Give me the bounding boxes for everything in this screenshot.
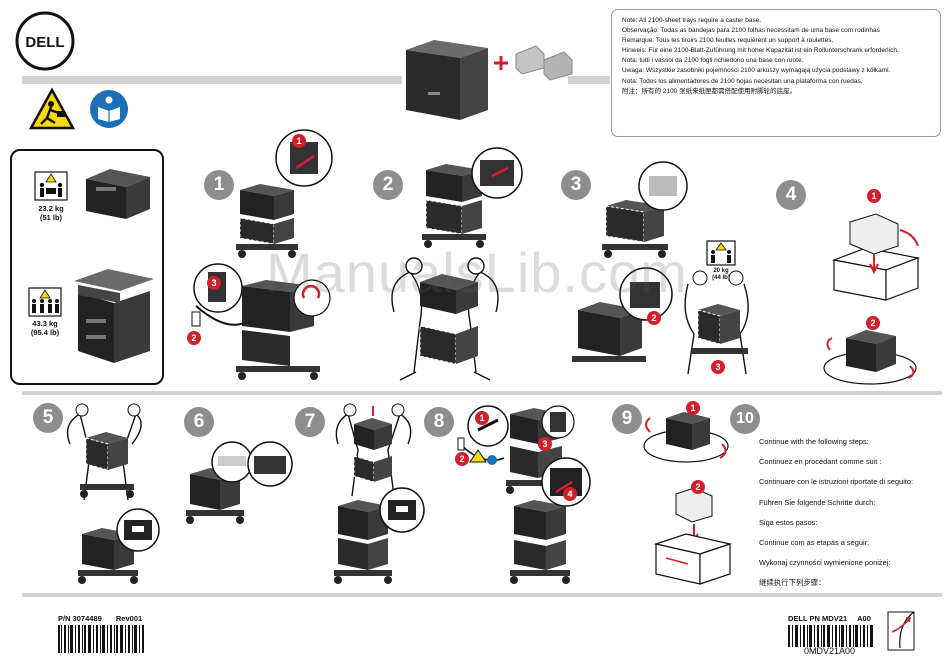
tray-weight: 20 kg (44 lb) [706, 268, 736, 282]
two-person-lift-icon-mfp [28, 287, 62, 317]
step-number-8: 8 [424, 407, 454, 437]
printer-mfp-weight-kg: 43.3 kg [32, 319, 58, 328]
step-number-9: 9 [612, 404, 642, 434]
continue-italian: Continuare con le istruzioni riportate d… [759, 477, 914, 487]
step9-badge-1: 1 [686, 401, 700, 415]
step1-cable-connection-illustration [191, 263, 331, 380]
note-french: Remarque: Tous les tiroirs 2100 feuilles… [622, 37, 834, 45]
note-chinese: 附注：所有的 2100 张纸来纸匣都需搭配使用附脚轮的底座。 [622, 87, 797, 95]
step1-zoom-circle [275, 129, 333, 187]
printer-small-weight-lb: (51 lb) [39, 213, 63, 222]
watermark: ManualsLib.com [266, 241, 688, 304]
step1-badge-3: 3 [207, 276, 221, 290]
printer-small-weight: 23.2 kg (51 lb) [26, 204, 76, 222]
step4-badge-1: 1 [867, 189, 881, 203]
note-italian: Nota: tutti i vassoi da 2100 fogli richi… [622, 57, 804, 65]
dell-part-number: DELL PN MDV21 [788, 614, 848, 623]
continue-steps-list: Continue with the following steps: Conti… [759, 432, 913, 594]
continue-english: Continue with the following steps: [759, 437, 869, 446]
printer-weight-box: 23.2 kg (51 lb) 43.3 kg (95.4 lb) [10, 149, 164, 385]
step-number-4: 4 [776, 180, 806, 210]
dell-part-number-line: DELL PN MDV21 A00 [788, 614, 871, 623]
step-number-7: 7 [295, 407, 325, 437]
continue-chinese: 继续执行下列步骤： [759, 578, 826, 588]
dell-logo: DELL [15, 11, 75, 71]
read-manual-icon [90, 90, 128, 128]
tray-weight-kg: 20 kg [713, 268, 729, 274]
step8-reconnect-illustration [457, 405, 575, 494]
step8-badge-2: 2 [455, 452, 469, 466]
tray-weight-lb: (44 lb) [712, 275, 730, 281]
printer-mfp-illustration [74, 269, 154, 363]
step3-badge-3: 3 [711, 360, 725, 374]
step8-badge-3: 3 [538, 437, 552, 451]
step-number-2: 2 [373, 170, 403, 200]
printer-mfp-weight: 43.3 kg (95.4 lb) [20, 319, 70, 337]
step2-zoom-circle [471, 147, 523, 199]
note-portuguese: Observação: Todas as bandejas para 2100 … [622, 27, 880, 35]
step9-pack-box-illustration [653, 487, 733, 585]
step-number-3: 3 [561, 170, 591, 200]
step3-lock-and-lift-illustration [572, 267, 749, 375]
step8-badge-1: 1 [475, 411, 489, 425]
dell-logo-text: DELL [25, 34, 64, 51]
step2-printer-on-tray-illustration [422, 164, 486, 248]
step4-unpack-box-illustration [831, 213, 921, 301]
step8-power-on-illustration [510, 457, 591, 584]
header-bar [22, 76, 402, 84]
section-divider [22, 391, 942, 395]
step1-printer-on-caster-illustration [236, 184, 298, 258]
header-bar-right [568, 76, 610, 84]
step-number-6: 6 [184, 407, 214, 437]
step7-stack-printer-illustration [335, 403, 412, 497]
two-person-lift-icon [34, 171, 68, 201]
heavy-lift-warning-icon [28, 87, 76, 130]
step3-badge-2: 2 [647, 311, 661, 325]
footer-divider [22, 593, 942, 597]
step5-lift-onto-caster-illustration [66, 403, 142, 501]
step3-tray-lift-label [706, 240, 736, 266]
dell-barcode-text: 0MDV21A00 [804, 646, 856, 656]
part-number-line: P/N 3074489 Rev001 [58, 614, 142, 623]
step9-wrap-tray-illustration [643, 412, 729, 463]
note-german: Hinweis: Für eine 2100-Blatt-Zuführung m… [622, 47, 899, 55]
multilingual-note-box: Note: All 2100-sheet trays require a cas… [611, 9, 941, 137]
printer-mfp-weight-lb: (95.4 lb) [30, 328, 60, 337]
part-number-barcode [58, 625, 144, 653]
note-spanish: Nota: Todos los alimentadores de 2100 ho… [622, 77, 863, 85]
step4-badge-2: 2 [866, 316, 880, 330]
page-curl-icon [887, 611, 915, 651]
continue-portuguese: Continue com as etapas a seguir: [759, 538, 870, 548]
step2-two-people-lifting-illustration [391, 257, 499, 381]
step-number-10: 10 [730, 404, 760, 434]
step1-badge-1: 1 [292, 134, 306, 148]
step6-attach-bracket-illustration [186, 441, 293, 524]
step-number-5: 5 [33, 403, 63, 433]
step1-badge-2: 2 [187, 331, 201, 345]
step8-badge-4: 4 [563, 487, 577, 501]
printer-small-illustration [86, 169, 150, 219]
note-polish: Uwaga: Wszystkie zasobniki pojemności 21… [622, 67, 891, 75]
continue-polish: Wykonaj czynności wymienione poniżej: [759, 558, 891, 568]
continue-spanish: Siga estos pasos: [759, 517, 818, 527]
continue-french: Continuez en procédant comme suit : [759, 457, 882, 467]
step7-stacked-result-illustration [334, 487, 425, 584]
step3-zoom-circle [638, 161, 688, 211]
tray-and-caster-illustration [406, 40, 573, 120]
note-english: Note: All 2100-sheet trays require a cas… [622, 17, 762, 24]
step5-tray-locked-illustration [78, 508, 160, 584]
dell-revision: A00 [857, 614, 871, 623]
step3-tray-on-caster-illustration [602, 200, 668, 258]
continue-german: Führen Sie folgende Schritte durch: [759, 497, 876, 507]
revision: Rev001 [115, 614, 143, 623]
step-number-1: 1 [204, 170, 234, 200]
dell-part-barcode [788, 625, 873, 647]
printer-small-weight-kg: 23.2 kg [38, 204, 64, 213]
part-number: P/N 3074489 [58, 614, 102, 623]
step4-remove-wrap-illustration [823, 330, 917, 385]
step9-badge-2: 2 [691, 480, 705, 494]
